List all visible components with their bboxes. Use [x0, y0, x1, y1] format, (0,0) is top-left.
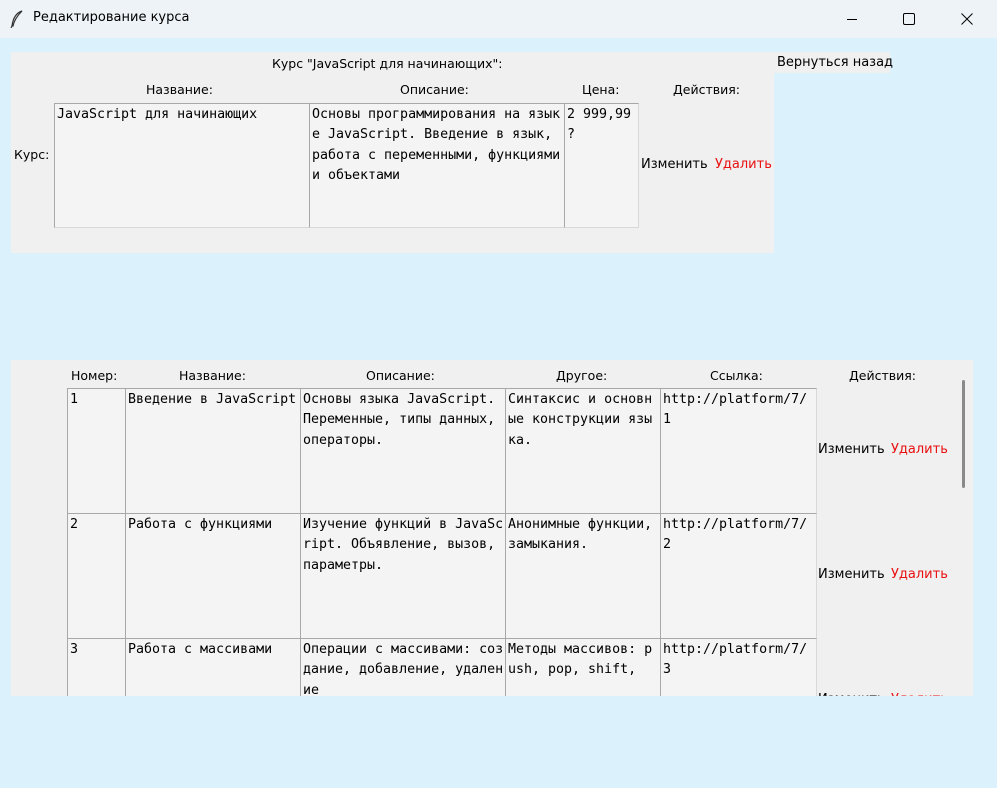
window-titlebar: Редактирование курса	[0, 0, 997, 38]
header-actions: Действия:	[673, 82, 740, 97]
window-title: Редактирование курса	[33, 10, 190, 25]
lesson-number-field[interactable]: 3	[67, 638, 127, 696]
lesson-description-field[interactable]: Основы языка JavaScript. Переменные, тип…	[300, 388, 507, 514]
course-panel: Курс "JavaScript для начинающих": Назван…	[11, 52, 774, 253]
lesson-edit-button[interactable]: Изменить	[818, 442, 885, 457]
lesson-description-field[interactable]: Операции с массивами: создание, добавлен…	[300, 638, 507, 696]
course-name-field[interactable]: JavaScript для начинающих	[54, 103, 310, 228]
lesson-edit-button[interactable]: Изменить	[818, 692, 885, 696]
course-delete-button[interactable]: Удалить	[715, 157, 772, 172]
minimize-button[interactable]	[829, 0, 875, 38]
back-button[interactable]: Вернуться назад	[774, 52, 893, 73]
close-button[interactable]	[944, 0, 990, 38]
maximize-button[interactable]	[886, 0, 932, 38]
course-price-field[interactable]: 2 999,99 ?	[564, 103, 639, 228]
lesson-number-field[interactable]: 2	[67, 513, 127, 639]
course-edit-button[interactable]: Изменить	[641, 157, 708, 172]
lessons-header-number: Номер:	[71, 368, 118, 383]
lesson-delete-button[interactable]: Удалить	[891, 692, 948, 696]
lesson-number-field[interactable]: 1	[67, 388, 127, 514]
lesson-other-field[interactable]: Методы массивов: push, pop, shift,	[505, 638, 662, 696]
feather-icon	[10, 10, 24, 29]
lessons-header-actions: Действия:	[849, 368, 916, 383]
lesson-delete-button[interactable]: Удалить	[891, 567, 948, 582]
lesson-description-field[interactable]: Изучение функций в JavaScript. Объявлени…	[300, 513, 507, 639]
lesson-link-field[interactable]: http://platform/7/1	[660, 388, 817, 514]
lessons-header-other: Другое:	[556, 368, 608, 383]
lesson-link-field[interactable]: http://platform/7/2	[660, 513, 817, 639]
lesson-name-field[interactable]: Работа с массивами	[125, 638, 302, 696]
lesson-edit-button[interactable]: Изменить	[818, 567, 885, 582]
course-description-field[interactable]: Основы программирования на языке JavaScr…	[309, 103, 565, 228]
header-price: Цена:	[582, 82, 620, 97]
lesson-link-field[interactable]: http://platform/7/3	[660, 638, 817, 696]
course-heading: Курс "JavaScript для начинающих":	[272, 56, 503, 71]
lesson-name-field[interactable]: Работа с функциями	[125, 513, 302, 639]
header-description: Описание:	[400, 82, 469, 97]
lesson-other-field[interactable]: Синтаксис и основные конструкции языка.	[505, 388, 662, 514]
scrollbar-thumb[interactable]	[962, 380, 965, 488]
lessons-header-name: Название:	[179, 368, 246, 383]
lessons-header-link: Ссылка:	[710, 368, 763, 383]
maximize-icon	[903, 13, 915, 25]
lessons-scrollbar[interactable]	[954, 360, 973, 696]
lesson-name-field[interactable]: Введение в JavaScript	[125, 388, 302, 514]
lesson-delete-button[interactable]: Удалить	[891, 442, 948, 457]
lessons-panel: Номер: Название: Описание: Другое: Ссылк…	[11, 360, 954, 696]
close-icon	[961, 13, 973, 25]
course-row-label: Курс:	[14, 147, 50, 162]
header-name: Название:	[146, 82, 213, 97]
minimize-icon	[846, 13, 858, 25]
lesson-other-field[interactable]: Анонимные функции, замыкания.	[505, 513, 662, 639]
lessons-header-description: Описание:	[366, 368, 435, 383]
